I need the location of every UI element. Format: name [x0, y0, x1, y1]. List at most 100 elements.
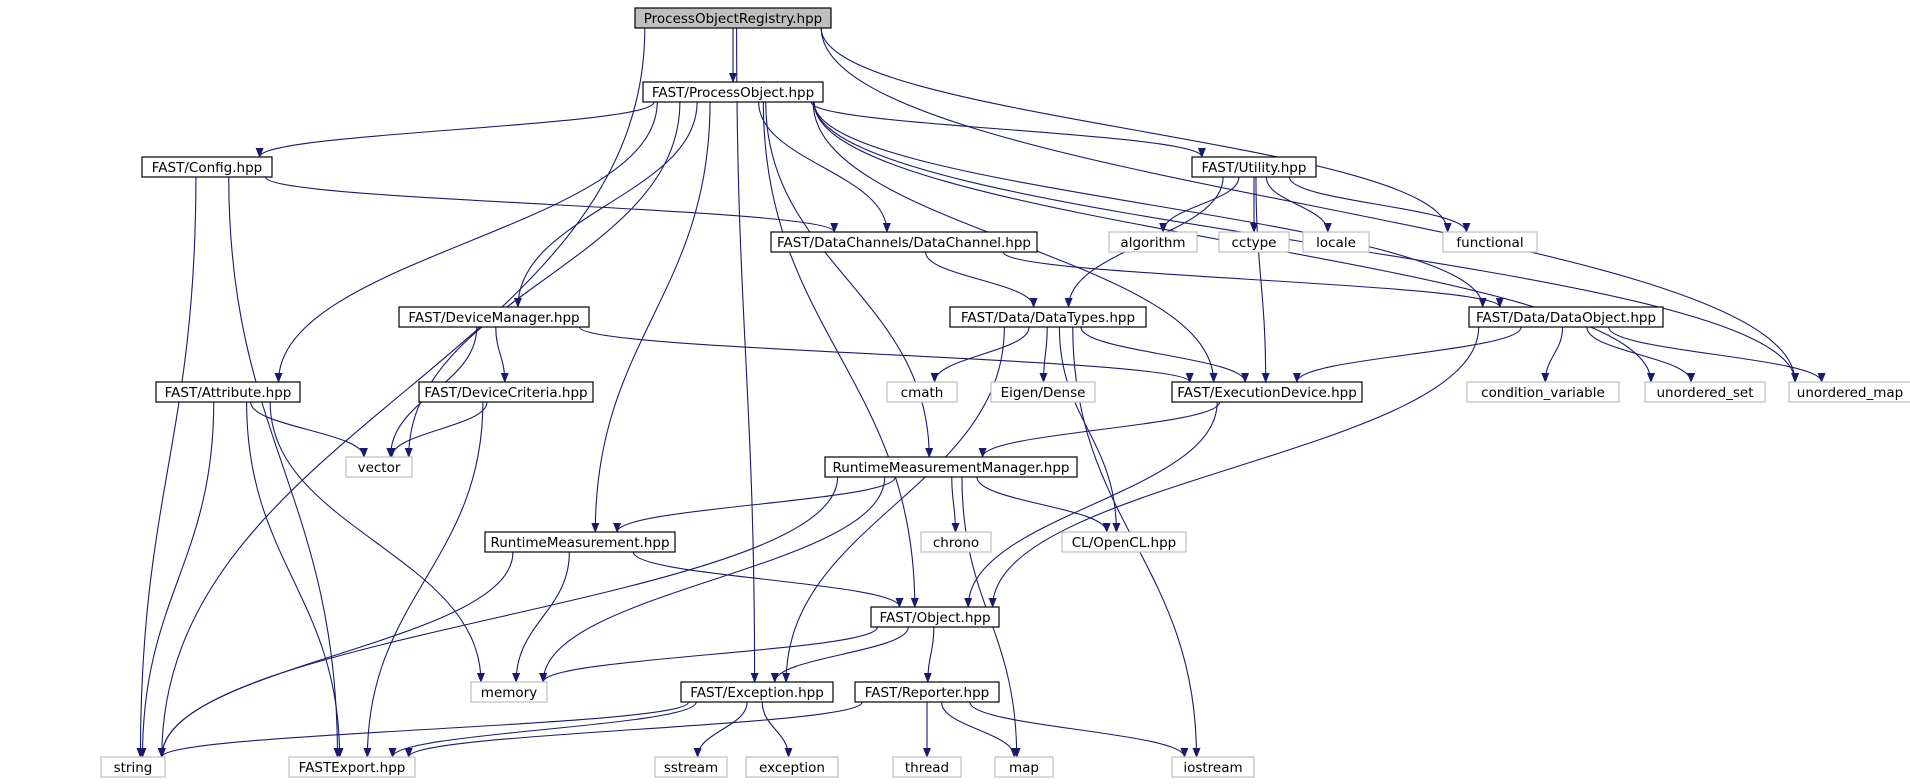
- edge-fast-attribute-hpp-to-memory: [269, 401, 485, 683]
- edge-fast-executiondevice-hpp-to-fast-object-hpp: [964, 401, 1218, 608]
- node-memory: memory: [470, 681, 548, 703]
- edge-fast-data-dataobject-hpp-to-unordered-map: [1608, 326, 1826, 383]
- node-label: FAST/Object.hpp: [879, 610, 990, 626]
- node-fast-reporter-hpp[interactable]: FAST/Reporter.hpp: [854, 681, 1000, 703]
- node-condition-variable: condition_variable: [1466, 381, 1620, 403]
- node-box: [1191, 156, 1317, 178]
- node-box: [288, 756, 416, 778]
- node-runtimemeasurementmanager-hpp[interactable]: RuntimeMeasurementManager.hpp: [824, 456, 1078, 478]
- edge-fast-reporter-hpp-to-fastexport-hpp: [404, 701, 863, 758]
- node-fast-processobject-hpp[interactable]: FAST/ProcessObject.hpp: [642, 81, 824, 103]
- node-label: locale: [1316, 235, 1356, 251]
- node-box: [1302, 231, 1370, 253]
- node-fast-executiondevice-hpp[interactable]: FAST/ExecutionDevice.hpp: [1171, 381, 1363, 403]
- node-box: [770, 231, 1038, 253]
- node-label: FAST/Utility.hpp: [1202, 160, 1307, 176]
- node-label: FAST/ExecutionDevice.hpp: [1177, 385, 1357, 401]
- edge-processobjectregistry-hpp-to-string: [157, 27, 646, 758]
- node-box: [100, 756, 166, 778]
- node-fast-devicemanager-hpp[interactable]: FAST/DeviceManager.hpp: [398, 306, 590, 328]
- node-label: iostream: [1183, 760, 1242, 776]
- node-box: [1468, 306, 1664, 328]
- node-box: [870, 606, 1000, 628]
- edge-fast-data-datatypes-hpp-to-cl-opencl-hpp: [1058, 326, 1121, 533]
- node-eigen-dense: Eigen/Dense: [990, 381, 1096, 403]
- edge-runtimemeasurement-hpp-to-string: [157, 551, 514, 758]
- node-box: [654, 756, 728, 778]
- node-fast-attribute-hpp[interactable]: FAST/Attribute.hpp: [155, 381, 301, 403]
- node-label: FAST/Data/DataObject.hpp: [1476, 310, 1656, 326]
- node-box: [1171, 381, 1363, 403]
- node-fast-data-dataobject-hpp[interactable]: FAST/Data/DataObject.hpp: [1468, 306, 1664, 328]
- node-fast-utility-hpp[interactable]: FAST/Utility.hpp: [1191, 156, 1317, 178]
- node-box: [1644, 381, 1766, 403]
- node-fastexport-hpp: FASTExport.hpp: [288, 756, 416, 778]
- node-fast-config-hpp[interactable]: FAST/Config.hpp: [141, 156, 273, 178]
- edge-fast-processobject-hpp-to-fast-datachannels-datachannel-hpp: [758, 101, 891, 233]
- node-label: condition_variable: [1481, 385, 1605, 401]
- edge-fast-object-hpp-to-fast-exception-hpp: [770, 626, 909, 683]
- edge-fast-data-datatypes-hpp-to-fast-exception-hpp: [782, 326, 1005, 683]
- node-box: [1218, 231, 1290, 253]
- node-box: [1466, 381, 1620, 403]
- edge-fast-processobject-hpp-to-fast-config-hpp: [255, 101, 655, 158]
- edge-fast-config-hpp-to-fast-datachannels-datachannel-hpp: [264, 176, 839, 233]
- node-cmath: cmath: [886, 381, 958, 403]
- edge-runtimemeasurementmanager-hpp-to-runtimemeasurement-hpp: [613, 476, 896, 533]
- node-label: vector: [358, 460, 401, 476]
- edge-runtimemeasurement-hpp-to-fast-object-hpp: [632, 551, 904, 608]
- node-fast-data-datatypes-hpp[interactable]: FAST/Data/DataTypes.hpp: [949, 306, 1147, 328]
- edge-fast-datachannels-datachannel-hpp-to-fast-data-dataobject-hpp: [1002, 251, 1504, 308]
- node-label: Eigen/Dense: [1001, 385, 1086, 401]
- node-algorithm: algorithm: [1108, 231, 1198, 253]
- node-locale: locale: [1302, 231, 1370, 253]
- node-box: [470, 681, 548, 703]
- edge-fast-processobject-hpp-to-fast-attribute-hpp: [274, 101, 658, 383]
- node-box: [990, 381, 1096, 403]
- edge-fast-processobject-hpp-to-fast-object-hpp: [762, 101, 919, 608]
- node-sstream: sstream: [654, 756, 728, 778]
- node-chrono: chrono: [920, 531, 992, 553]
- node-label: FAST/DeviceCriteria.hpp: [424, 385, 587, 401]
- edge-fast-utility-hpp-to-fast-executiondevice-hpp: [1255, 176, 1270, 383]
- node-label: FAST/Exception.hpp: [690, 685, 824, 701]
- node-fast-devicecriteria-hpp[interactable]: FAST/DeviceCriteria.hpp: [418, 381, 594, 403]
- node-box: [1108, 231, 1198, 253]
- node-fast-object-hpp[interactable]: FAST/Object.hpp: [870, 606, 1000, 628]
- node-label: FAST/Reporter.hpp: [865, 685, 989, 701]
- node-fast-exception-hpp[interactable]: FAST/Exception.hpp: [680, 681, 834, 703]
- node-label: FAST/DataChannels/DataChannel.hpp: [777, 235, 1031, 251]
- node-runtimemeasurement-hpp[interactable]: RuntimeMeasurement.hpp: [484, 531, 676, 553]
- node-label: FAST/DeviceManager.hpp: [408, 310, 579, 326]
- node-box: [949, 306, 1147, 328]
- node-box: [680, 681, 834, 703]
- edge-fast-datachannels-datachannel-hpp-to-fast-data-datatypes-hpp: [925, 251, 1038, 308]
- node-functional: functional: [1442, 231, 1538, 253]
- node-label: thread: [905, 760, 949, 776]
- node-map: map: [994, 756, 1054, 778]
- node-processobjectregistry-hpp[interactable]: ProcessObjectRegistry.hpp: [634, 7, 832, 29]
- node-fast-datachannels-datachannel-hpp[interactable]: FAST/DataChannels/DataChannel.hpp: [770, 231, 1038, 253]
- edge-fast-processobject-hpp-to-fast-devicemanager-hpp: [513, 101, 698, 308]
- node-iostream: iostream: [1171, 756, 1255, 778]
- edge-fast-data-datatypes-hpp-to-fast-executiondevice-hpp: [1080, 326, 1250, 383]
- edge-fast-utility-hpp-to-locale: [1265, 176, 1332, 233]
- edge-fast-reporter-hpp-to-map: [941, 701, 1019, 758]
- node-box: [398, 306, 590, 328]
- node-label: unordered_set: [1656, 385, 1753, 401]
- edge-fast-attribute-hpp-to-vector: [250, 401, 368, 458]
- node-box: [1442, 231, 1538, 253]
- edge-fast-exception-hpp-to-string: [157, 701, 690, 758]
- node-label: exception: [759, 760, 825, 776]
- node-label: memory: [481, 685, 537, 701]
- node-unordered-set: unordered_set: [1644, 381, 1766, 403]
- node-box: [345, 456, 413, 478]
- edge-fast-config-hpp-to-string: [136, 176, 197, 758]
- node-label: FASTExport.hpp: [299, 760, 406, 776]
- edge-fast-attribute-hpp-to-string: [138, 401, 215, 758]
- node-box: [418, 381, 594, 403]
- node-label: ProcessObjectRegistry.hpp: [644, 11, 823, 27]
- edge-fast-exception-hpp-to-fastexport-hpp: [388, 701, 697, 758]
- node-label: map: [1009, 760, 1039, 776]
- node-string: string: [100, 756, 166, 778]
